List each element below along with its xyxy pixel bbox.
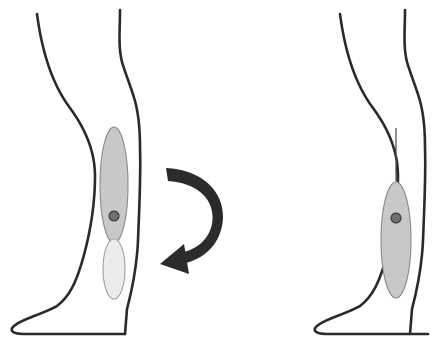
left-marker-dot — [109, 211, 119, 221]
right-leg-front-outline — [405, 10, 426, 334]
upper-calf-region — [100, 127, 128, 243]
right-marker-dot — [391, 213, 401, 223]
lower-calf-region — [103, 239, 125, 299]
right-leg-back-outline — [315, 14, 428, 334]
left-leg-panel — [12, 10, 141, 334]
right-calf-region — [381, 182, 411, 298]
curved-arrow-head — [160, 244, 189, 274]
right-leg-panel — [315, 10, 428, 334]
curved-arrow — [160, 168, 223, 274]
curved-arrow-shaft — [166, 168, 223, 263]
